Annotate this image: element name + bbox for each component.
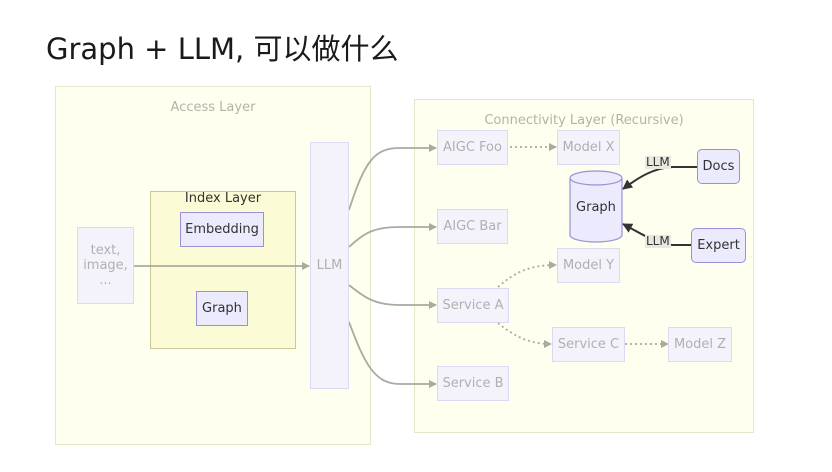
input-line-text: text, [90, 243, 121, 258]
service-a-label: Service A [442, 298, 504, 313]
input-line-ellipsis: ... [99, 273, 112, 288]
edge-docs-to-graph [622, 166, 697, 190]
docs-node[interactable]: Docs [697, 149, 740, 184]
expert-node[interactable]: Expert [691, 228, 746, 263]
model-x-node[interactable]: Model X [557, 130, 620, 165]
model-z-node[interactable]: Model Z [668, 327, 732, 362]
service-b-label: Service B [442, 376, 504, 391]
index-graph-node[interactable]: Graph [196, 291, 248, 326]
aigc-bar-node[interactable]: AIGC Bar [437, 209, 508, 244]
docs-label: Docs [702, 159, 735, 174]
edge-service-a-to-service-c [497, 322, 552, 348]
access-layer-label: Access Layer [170, 100, 256, 115]
slide-title: Graph + LLM, 可以做什么 [46, 32, 399, 66]
model-y-label: Model Y [562, 258, 615, 273]
connectivity-layer-label: Connectivity Layer (Recursive) [484, 113, 684, 128]
aigc-bar-label: AIGC Bar [443, 219, 502, 234]
aigc-foo-label: AIGC Foo [443, 140, 502, 155]
input-node[interactable]: text, image, ... [77, 227, 134, 304]
model-y-node[interactable]: Model Y [557, 248, 620, 283]
graph-database-cylinder[interactable] [569, 170, 623, 243]
graph-db-label: Graph [576, 199, 616, 215]
model-z-label: Model Z [673, 337, 727, 352]
service-c-label: Service C [557, 337, 620, 352]
index-layer-label: Index Layer [184, 191, 262, 206]
service-c-node[interactable]: Service C [552, 327, 625, 362]
model-x-label: Model X [562, 140, 615, 155]
service-a-node[interactable]: Service A [437, 288, 509, 323]
input-line-image: image, [83, 258, 128, 273]
expert-label: Expert [697, 238, 740, 253]
llm-node-label: LLM [316, 258, 343, 273]
edge-llm-to-service-b [348, 321, 437, 388]
llm-node[interactable]: LLM [310, 142, 349, 389]
index-graph-node-label: Graph [202, 301, 242, 316]
embedding-node-label: Embedding [185, 222, 259, 237]
edge-llm-to-aigc-foo [348, 144, 437, 211]
edge-service-a-to-model-y [497, 261, 557, 288]
docs-edge-label: LLM [645, 155, 671, 169]
service-b-node[interactable]: Service B [437, 366, 509, 401]
edge-llm-to-service-a [348, 284, 437, 309]
aigc-foo-node[interactable]: AIGC Foo [437, 130, 508, 165]
embedding-node[interactable]: Embedding [180, 212, 264, 247]
edge-llm-to-aigc-bar [348, 223, 437, 248]
expert-edge-label: LLM [645, 234, 671, 248]
graph-db-label-box: Graph [570, 192, 622, 222]
